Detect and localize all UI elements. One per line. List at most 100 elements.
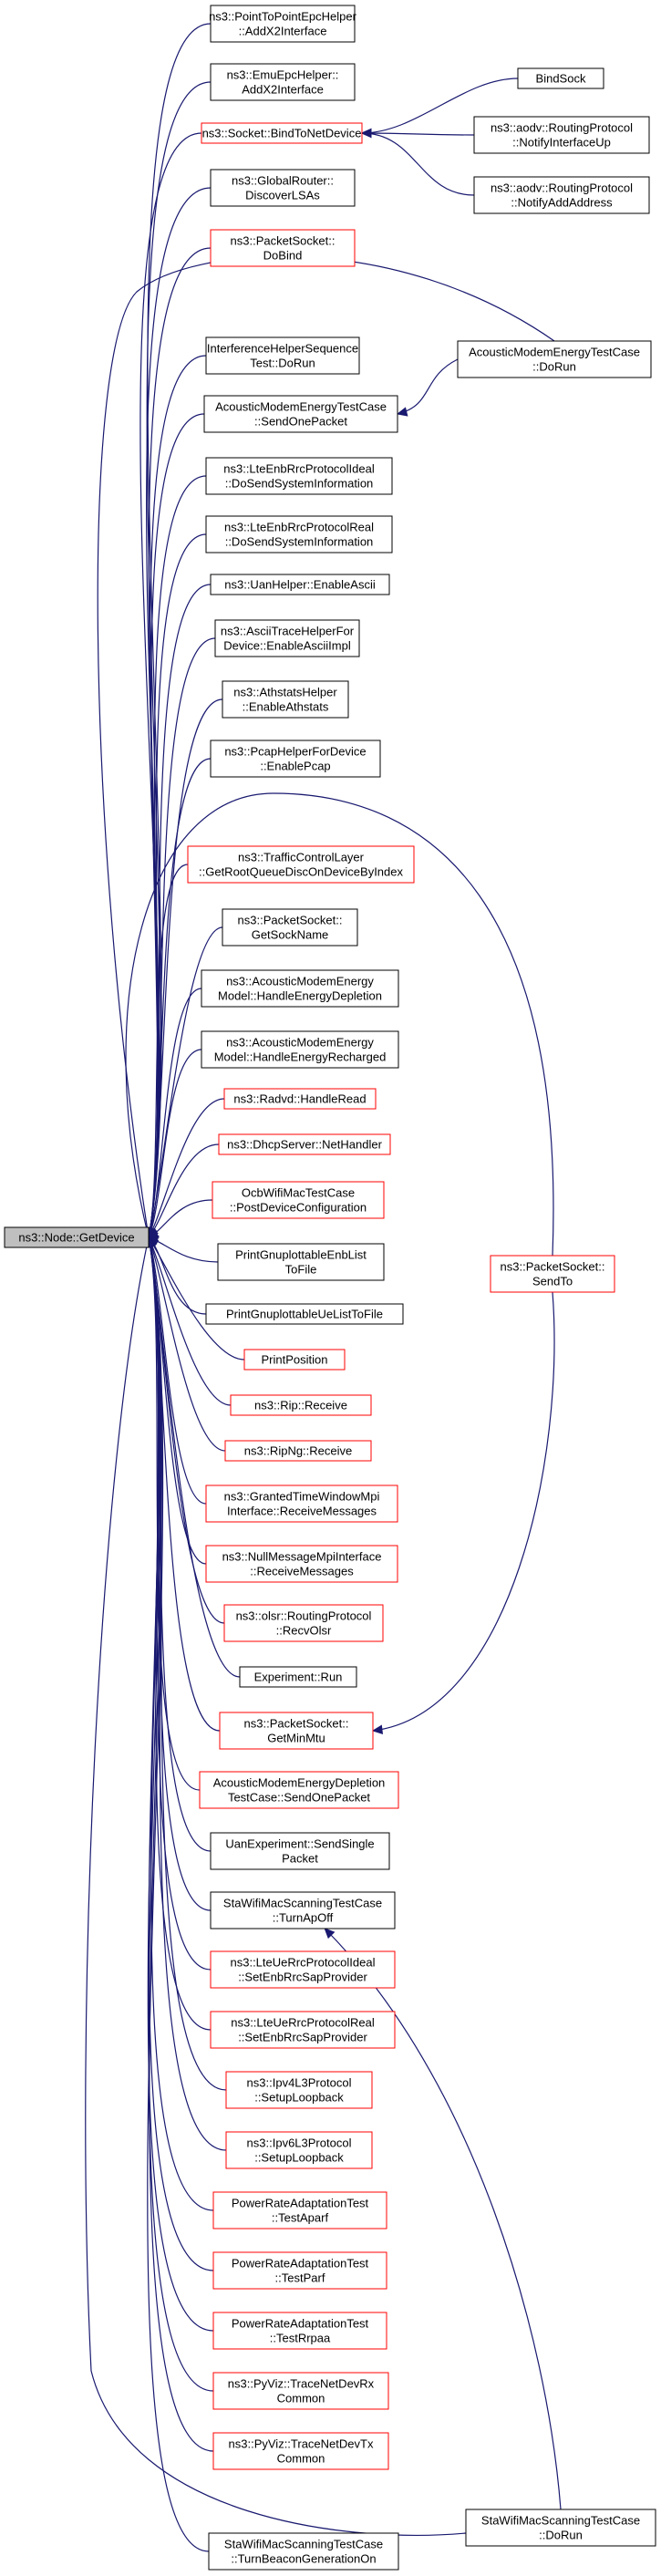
node-label: ::RecvOlsr (276, 1624, 332, 1638)
node-box (201, 122, 363, 144)
node-label: ::EnableAthstats (243, 700, 329, 714)
node-label: ns3::PcapHelperForDevice (224, 745, 366, 759)
function-node[interactable]: ns3::LteEnbRrcProtocolIdeal::DoSendSyste… (205, 457, 393, 495)
function-node[interactable]: ns3::NullMessageMpiInterface::ReceiveMes… (205, 1545, 398, 1583)
function-node[interactable]: PowerRateAdaptationTest::TestRrpaa (212, 2312, 387, 2350)
node-box (205, 336, 360, 375)
arrowhead-n48-to-n30 (371, 1724, 384, 1734)
function-node[interactable]: ns3::Ipv6L3Protocol::SetupLoopback (225, 2131, 373, 2169)
node-label: ::TestParf (275, 2271, 325, 2285)
function-node[interactable]: ns3::PcapHelperForDevice::EnablePcap (210, 740, 381, 778)
function-node[interactable]: ns3::AcousticModemEnergyModel::HandleEne… (201, 1030, 399, 1069)
node-label: ns3::Socket::BindToNetDevice (202, 127, 362, 140)
node-label: Common (277, 2452, 325, 2466)
function-node[interactable]: ns3::aodv::RoutingProtocol::NotifyAddAdd… (473, 176, 650, 214)
node-label: ::TurnBeaconGenerationOn (231, 2552, 376, 2566)
function-node[interactable]: ns3::PointToPointEpcHelper::AddX2Interfa… (209, 5, 357, 43)
function-node[interactable]: ns3::PacketSocket::GetSockName (222, 908, 358, 947)
function-node[interactable]: ns3::AcousticModemEnergyModel::HandleEne… (201, 969, 399, 1008)
root-node[interactable]: ns3::Node::GetDevice (4, 1226, 150, 1248)
function-node[interactable]: ns3::AsciiTraceHelperForDevice::EnableAs… (214, 619, 360, 657)
function-node[interactable]: ns3::LteEnbRrcProtocolReal::DoSendSystem… (205, 515, 393, 553)
node-box (217, 1243, 385, 1281)
node-box (243, 1349, 346, 1371)
function-node[interactable]: PowerRateAdaptationTest::TestAparf (212, 2191, 387, 2229)
node-label: ns3::Ipv4L3Protocol (247, 2076, 352, 2090)
node-box (212, 1181, 385, 1219)
node-box (465, 2509, 656, 2547)
node-box (223, 1604, 384, 1642)
function-node[interactable]: AcousticModemEnergyTestCase::DoRun (457, 340, 652, 378)
function-node[interactable]: ns3::EmuEpcHelper::AddX2Interface (210, 63, 356, 101)
function-node[interactable]: ns3::Rip::Receive (230, 1394, 372, 1416)
node-label: StaWifiMacScanningTestCase (224, 2538, 383, 2551)
function-node[interactable]: PowerRateAdaptationTest::TestParf (212, 2251, 387, 2290)
node-box (205, 1545, 398, 1583)
node-box (210, 2011, 396, 2049)
function-node[interactable]: PrintPosition (243, 1349, 346, 1371)
node-label: OcbWifiMacTestCase (242, 1186, 355, 1200)
node-label: ToFile (285, 1263, 317, 1277)
edge-layer (85, 23, 562, 2552)
function-node[interactable]: ns3::LteUeRrcProtocolIdeal::SetEnbRrcSap… (210, 1950, 396, 1989)
node-label: Model::HandleEnergyRecharged (214, 1050, 387, 1064)
node-label: DiscoverLSAs (245, 189, 320, 202)
edge-n21-to-root (148, 1236, 219, 1263)
function-node[interactable]: ns3::PacketSocket::DoBind (210, 229, 356, 267)
function-node[interactable]: AcousticModemEnergyTestCase::SendOnePack… (203, 395, 398, 433)
edge-n48-to-n30 (372, 1291, 555, 1732)
function-node[interactable]: OcbWifiMacTestCase::PostDeviceConfigurat… (212, 1181, 385, 1219)
function-node[interactable]: PrintGnuplottableUeListToFile (205, 1303, 404, 1325)
node-label: AcousticModemEnergyDepletion (213, 1776, 386, 1790)
node-label: ::NotifyAddAddress (511, 196, 613, 210)
function-node[interactable]: StaWifiMacScanningTestCase::TurnApOff (210, 1891, 396, 1929)
function-node[interactable]: ns3::Radvd::HandleRead (223, 1088, 377, 1110)
function-node[interactable]: ns3::Ipv4L3Protocol::SetupLoopback (225, 2071, 373, 2109)
node-box (210, 1950, 396, 1989)
function-node[interactable]: StaWifiMacScanningTestCase::TurnBeaconGe… (208, 2532, 399, 2571)
node-label: ns3::DhcpServer::NetHandler (227, 1138, 382, 1152)
node-box (210, 63, 356, 101)
node-label: ns3::PyViz::TraceNetDevTx (229, 2437, 374, 2451)
node-layer: ns3::Node::GetDevice ns3::PointToPointEpc… (4, 5, 656, 2571)
edge-n13-to-root (148, 758, 212, 1238)
function-node[interactable]: ns3::GrantedTimeWindowMpiInterface::Rece… (205, 1485, 398, 1523)
function-node[interactable]: BindSock (517, 67, 604, 89)
node-label: ns3::Radvd::HandleRead (233, 1092, 366, 1106)
function-node[interactable]: AcousticModemEnergyDepletionTestCase::Se… (199, 1771, 399, 1809)
function-node[interactable]: ns3::LteUeRrcProtocolReal::SetEnbRrcSapP… (210, 2011, 396, 2049)
node-label: ns3::aodv::RoutingProtocol (491, 181, 633, 195)
arrowhead-n46-to-n3 (360, 128, 372, 139)
node-box (212, 2251, 387, 2290)
node-label: SendTo (532, 1275, 573, 1288)
function-node[interactable]: ns3::DhcpServer::NetHandler (218, 1133, 391, 1155)
node-label: ns3::GlobalRouter:: (232, 174, 334, 188)
node-label: StaWifiMacScanningTestCase (481, 2514, 640, 2528)
function-node[interactable]: ns3::UanHelper::EnableAscii (210, 574, 390, 595)
function-node[interactable]: ns3::TrafficControlLayer::GetRootQueueDi… (187, 845, 415, 884)
function-node[interactable]: ns3::PacketSocket::SendTo (490, 1255, 615, 1293)
function-node[interactable]: Experiment::Run (239, 1666, 357, 1688)
function-node[interactable]: ns3::AthstatsHelper::EnableAthstats (222, 680, 349, 719)
node-label: ::SendOnePacket (254, 415, 347, 429)
node-box (212, 2191, 387, 2229)
function-node[interactable]: ns3::RipNg::Receive (224, 1440, 372, 1462)
function-node[interactable]: ns3::aodv::RoutingProtocol::NotifyInterf… (473, 116, 650, 154)
node-label: ::GetRootQueueDiscOnDeviceByIndex (199, 865, 403, 879)
function-node[interactable]: StaWifiMacScanningTestCase::DoRun (465, 2509, 656, 2547)
function-node[interactable]: ns3::PacketSocket::GetMinMtu (219, 1712, 374, 1750)
node-label: ns3::LteEnbRrcProtocolIdeal (223, 462, 375, 476)
edge-n20-to-root (148, 1199, 213, 1238)
node-label: DoBind (263, 249, 303, 263)
function-node[interactable]: ns3::GlobalRouter::DiscoverLSAs (210, 169, 356, 207)
function-node[interactable]: ns3::olsr::RoutingProtocol::RecvOlsr (223, 1604, 384, 1642)
node-label: ns3::olsr::RoutingProtocol (236, 1609, 372, 1623)
function-node[interactable]: ns3::Socket::BindToNetDevice (201, 122, 363, 144)
edge-n19-to-root (148, 1143, 220, 1238)
